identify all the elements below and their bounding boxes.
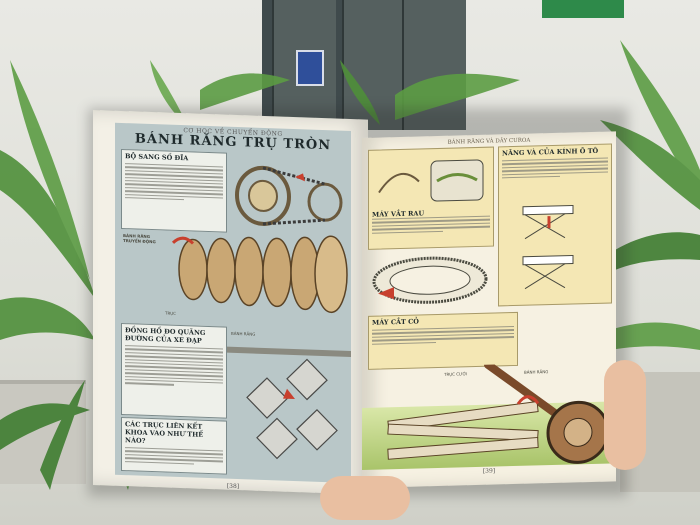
right-page: BÁNH RĂNG VÀ DÂY CUROA MÁY VẮT RAU NÂNG … bbox=[362, 131, 616, 489]
green-plaque bbox=[542, 0, 624, 18]
mower-box: MÁY CẮT CỎ bbox=[368, 311, 518, 370]
shaft-label: TRỤC bbox=[165, 310, 176, 316]
body-text bbox=[122, 345, 226, 387]
lift-illustration bbox=[522, 204, 574, 290]
hand-right bbox=[604, 360, 646, 470]
chain-gear-illustration bbox=[235, 165, 343, 226]
body-text bbox=[369, 326, 517, 345]
box-heading: MÁY CẮT CỎ bbox=[372, 317, 419, 327]
left-page-frame: CƠ HỌC VỀ CHUYỂN ĐỘNG BÁNH RĂNG TRỤ TRÒN… bbox=[115, 122, 351, 490]
box-heading: BỘ SANG SỐ ĐĨA bbox=[125, 152, 189, 163]
drive-gear-label: BÁNH RĂNG TRUYỀN ĐỘNG bbox=[123, 233, 156, 245]
bevel-gears-illustration bbox=[227, 346, 351, 460]
box-heading: NÂNG VÀ CỦA KÍNH Ô TÔ bbox=[502, 146, 599, 158]
how-box: CÁC TRỤC LIÊN KẾT KHOA VAO NHƯ THẾ NÀO? bbox=[121, 416, 227, 475]
lawn-mower-illustration bbox=[387, 361, 610, 464]
gear-disc-box: BỘ SANG SỐ ĐĨA bbox=[121, 148, 227, 233]
box-heading: ĐỒNG HỒ ĐO QUÃNG ĐƯỜNG CỦA XE ĐẠP bbox=[125, 326, 206, 345]
hand-left bbox=[320, 476, 410, 520]
box-heading: CÁC TRỤC LIÊN KẾT KHOA VAO NHƯ THẾ NÀO? bbox=[125, 420, 204, 445]
body-text bbox=[369, 214, 493, 236]
mower-shaft-label: TRỤC CƯỚI bbox=[444, 371, 468, 377]
body-text bbox=[122, 163, 226, 202]
gear-label: BÁNH RĂNG bbox=[231, 330, 256, 337]
ring-gear-illustration bbox=[368, 247, 492, 310]
odometer-box: ĐỒNG HỒ ĐO QUÃNG ĐƯỜNG CỦA XE ĐẠP bbox=[121, 322, 227, 419]
body-text bbox=[499, 157, 611, 179]
spur-gears-illustration bbox=[171, 235, 348, 314]
blue-sign bbox=[296, 50, 324, 86]
mower-gear-label: BÁNH RĂNG bbox=[524, 369, 549, 375]
left-page: CƠ HỌC VỀ CHUYỂN ĐỘNG BÁNH RĂNG TRỤ TRÒN… bbox=[93, 110, 368, 495]
salad-spinner-box: MÁY VẮT RAU bbox=[368, 146, 494, 250]
car-window-box: NÂNG VÀ CỦA KÍNH Ô TÔ bbox=[498, 143, 612, 307]
body-text bbox=[122, 447, 226, 465]
salad-spinner-illustration bbox=[378, 159, 484, 202]
